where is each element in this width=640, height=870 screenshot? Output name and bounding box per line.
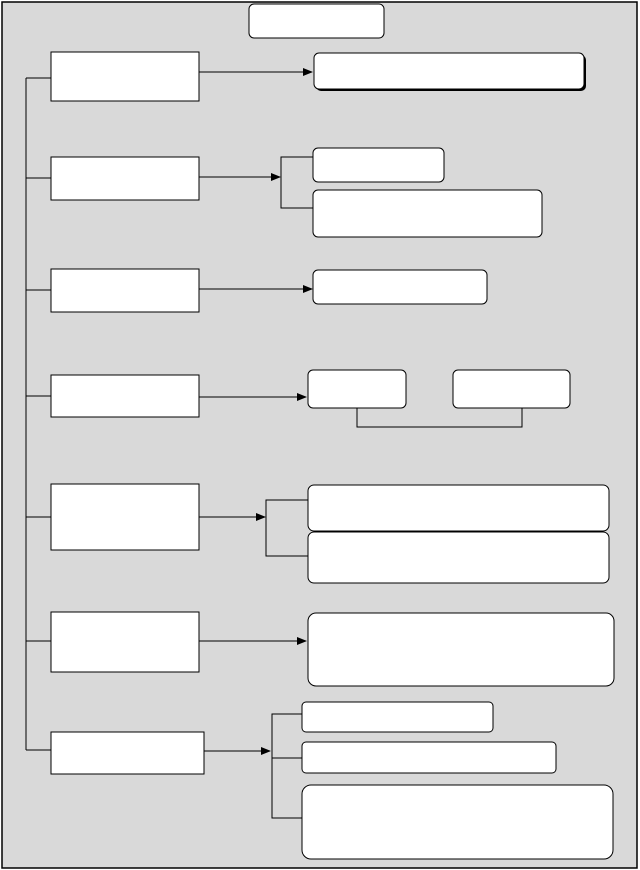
- stage-2: [26, 147, 543, 238]
- stage-2-target-1-box: [312, 147, 445, 183]
- stage-6-box: [50, 611, 200, 673]
- stage-2-bracket: [280, 156, 313, 209]
- stage-1-box: [50, 51, 200, 102]
- stage-5-bracket: [265, 499, 308, 557]
- stage-2-box: [50, 156, 200, 201]
- stage-7-bracket: [271, 713, 302, 819]
- stage-3-target-1-box: [312, 269, 488, 305]
- stage-6-target-1-box: [307, 612, 615, 687]
- stage-7-target-1-box: [301, 701, 494, 733]
- stage-7-box: [50, 731, 205, 775]
- stage-6: [26, 611, 615, 687]
- root-node: [248, 3, 385, 39]
- stage-2-target-2-box: [312, 189, 543, 238]
- stage-5-target-2-box: [307, 531, 610, 584]
- stage-4-target-1-box: [307, 369, 407, 409]
- stage-7: [26, 701, 614, 860]
- stage-1: [26, 51, 586, 102]
- stage-7-target-2-box: [301, 741, 557, 774]
- stage-1-target-1-box: [313, 52, 585, 90]
- stage-5-box: [50, 483, 200, 551]
- stage-4-target-2-box: [452, 369, 571, 409]
- stage-4-box: [50, 374, 200, 418]
- stage-5-target-1-box: [307, 484, 610, 532]
- stage-3-box: [50, 268, 200, 313]
- stage-4-link-bracket: [356, 408, 523, 428]
- stage-4: [26, 369, 571, 428]
- stage-3: [26, 268, 488, 313]
- stage-7-target-3-box: [301, 784, 614, 860]
- stage-5: [26, 483, 610, 584]
